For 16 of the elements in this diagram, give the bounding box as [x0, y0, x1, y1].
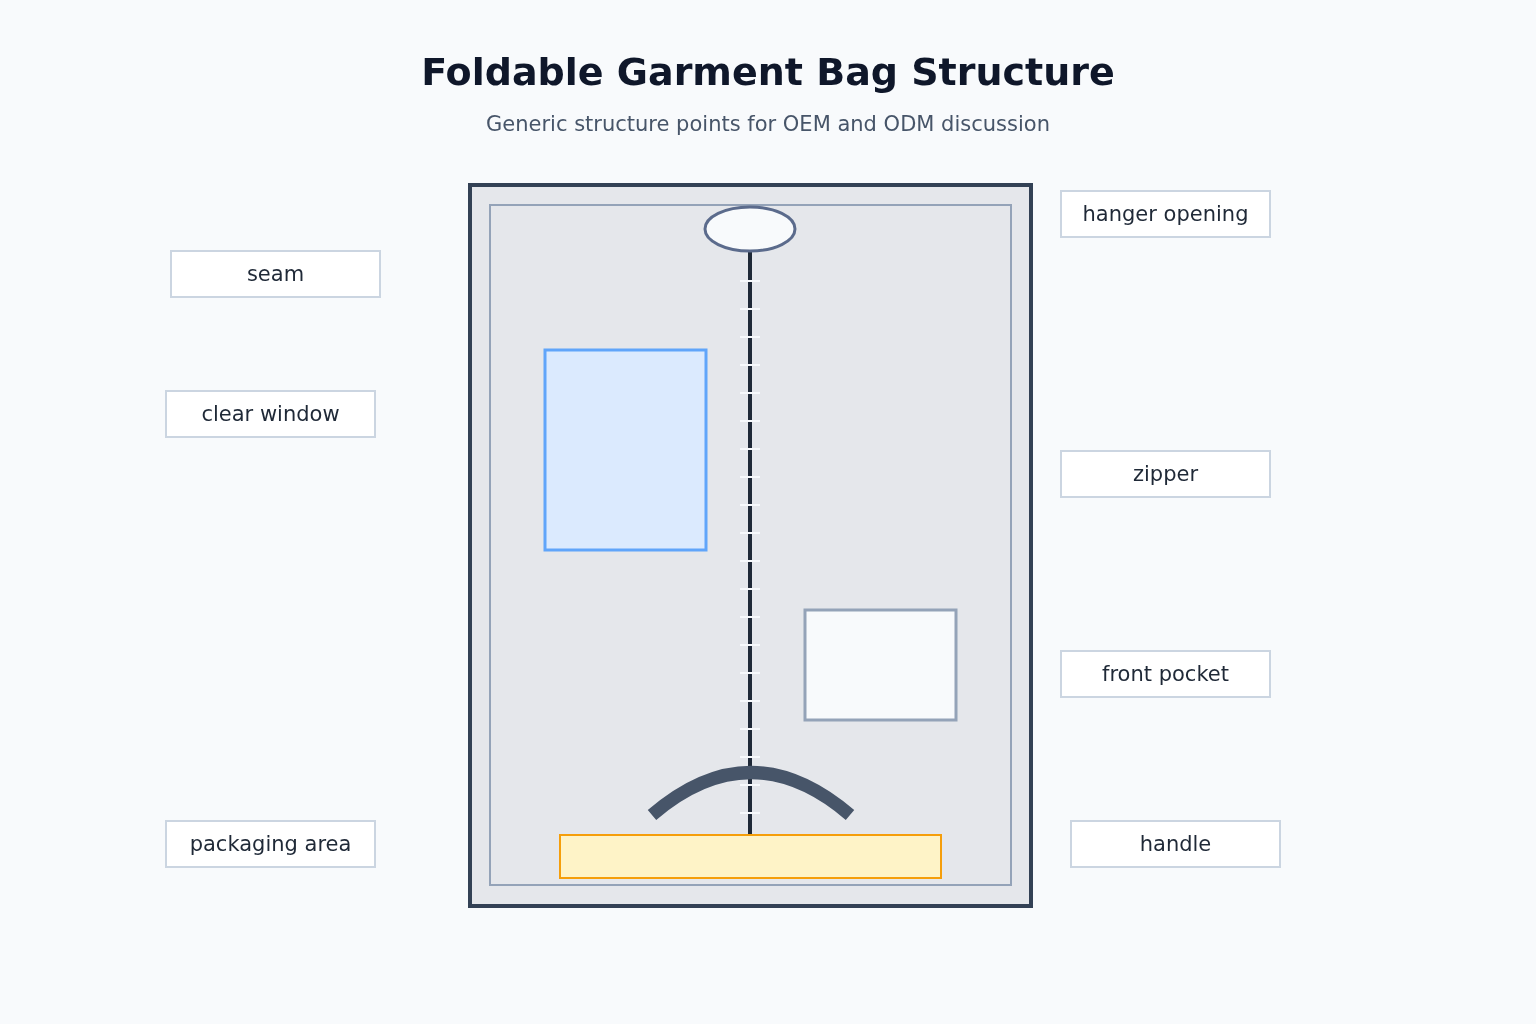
callout-label-box — [165, 390, 376, 438]
callout-label: seam — [246, 262, 305, 286]
callout-label: packaging area — [189, 832, 352, 856]
callout-label: handle — [1139, 832, 1212, 856]
callout-label-box — [1070, 820, 1281, 868]
callout-label-box — [1060, 190, 1271, 238]
callout-label-box — [165, 820, 376, 868]
callout-label: hanger opening — [1082, 202, 1249, 226]
callout-label: front pocket — [1102, 662, 1229, 686]
subtitle: Generic structure points for OEM and ODM discussion — [486, 112, 1050, 136]
callout-label: zipper — [1132, 462, 1199, 486]
callout-label-box — [1060, 450, 1271, 498]
callout-label-box — [1060, 650, 1271, 698]
callout-label-box — [170, 250, 381, 298]
diagram-title: Foldable Garment Bag Structure — [421, 50, 1115, 94]
callout-label: clear window — [201, 402, 340, 426]
